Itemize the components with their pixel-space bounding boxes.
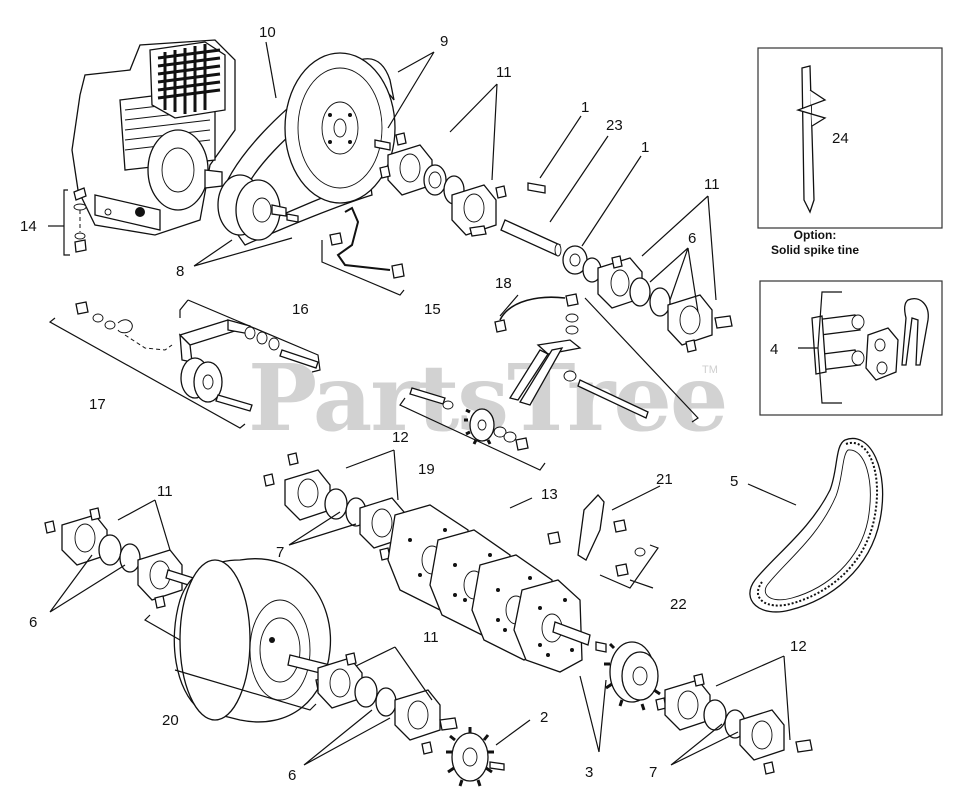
callout-6: 6 xyxy=(688,230,696,247)
rod-15[interactable] xyxy=(321,206,405,296)
tine-reel-13[interactable] xyxy=(387,504,591,673)
callout-7: 7 xyxy=(649,764,657,781)
key-1-upper[interactable] xyxy=(527,182,546,194)
bearing-set-11-upper[interactable] xyxy=(379,132,507,237)
callout-1: 1 xyxy=(641,139,649,156)
callout-19: 19 xyxy=(418,461,435,478)
shaft-23[interactable] xyxy=(500,219,562,257)
callout-labels: 10 9 11 1 23 1 11 6 14 8 15 18 16 17 19 … xyxy=(20,24,849,784)
wheel-20[interactable] xyxy=(144,558,333,723)
drive-chain-5[interactable] xyxy=(749,437,884,613)
callout-12: 12 xyxy=(392,429,409,446)
leader-lines xyxy=(48,41,797,766)
bearing-set-12-middle[interactable] xyxy=(263,452,421,561)
callout-11: 11 xyxy=(423,629,439,646)
option-box: Option: Solid spike tine xyxy=(757,47,943,257)
sprocket-3[interactable] xyxy=(595,641,661,711)
key-9[interactable] xyxy=(374,139,391,151)
sprocket-2[interactable] xyxy=(446,727,505,787)
callout-11: 11 xyxy=(496,64,512,81)
callout-3: 3 xyxy=(585,764,593,781)
callout-1: 1 xyxy=(581,99,589,116)
bearing-set-11-right[interactable] xyxy=(582,255,733,353)
callout-5: 5 xyxy=(730,473,738,490)
option-caption-line1: Option: xyxy=(794,228,837,242)
callout-18: 18 xyxy=(495,275,512,292)
bracket-21[interactable] xyxy=(547,494,627,561)
watermark-trademark: TM xyxy=(702,364,718,376)
callout-6: 6 xyxy=(288,767,296,784)
connector-box xyxy=(759,280,943,416)
callout-10: 10 xyxy=(259,24,276,41)
callout-13: 13 xyxy=(541,486,558,503)
bearing-set-11-lower[interactable] xyxy=(315,652,458,755)
callout-8: 8 xyxy=(176,263,184,280)
idler-bracket-16[interactable] xyxy=(178,299,321,373)
large-pulley-9[interactable] xyxy=(284,52,396,204)
connecting-link-4[interactable] xyxy=(811,298,929,381)
callout-2: 2 xyxy=(540,709,548,726)
option-caption-line2: Solid spike tine xyxy=(771,243,859,257)
solid-spike-tine-24[interactable] xyxy=(795,65,827,214)
sprocket-19[interactable] xyxy=(399,387,546,471)
callout-14: 14 xyxy=(20,218,37,235)
bearing-set-12-lower[interactable] xyxy=(655,673,813,775)
callout-12: 12 xyxy=(790,638,807,655)
callout-21: 21 xyxy=(656,471,673,488)
callout-20: 20 xyxy=(162,712,179,729)
callout-11: 11 xyxy=(157,483,173,500)
callout-9: 9 xyxy=(440,33,448,50)
small-pulley-8[interactable] xyxy=(217,174,299,241)
engine[interactable] xyxy=(71,39,236,236)
callout-11: 11 xyxy=(704,176,720,193)
bearing-set-11-left[interactable] xyxy=(44,507,201,609)
brake-assembly-18[interactable] xyxy=(494,293,699,423)
callout-17: 17 xyxy=(89,396,106,413)
callout-4: 4 xyxy=(770,341,778,358)
callout-22: 22 xyxy=(670,596,687,613)
mounting-bolt-14[interactable] xyxy=(63,187,87,256)
callout-23: 23 xyxy=(606,117,623,134)
callout-16: 16 xyxy=(292,301,309,318)
sprocket-hub-1[interactable] xyxy=(562,245,588,275)
callout-24: 24 xyxy=(832,130,849,147)
callout-15: 15 xyxy=(424,301,441,318)
callout-7: 7 xyxy=(276,544,284,561)
callout-6: 6 xyxy=(29,614,37,631)
hardware-22[interactable] xyxy=(599,544,659,589)
idler-pulley-17[interactable] xyxy=(48,301,253,429)
